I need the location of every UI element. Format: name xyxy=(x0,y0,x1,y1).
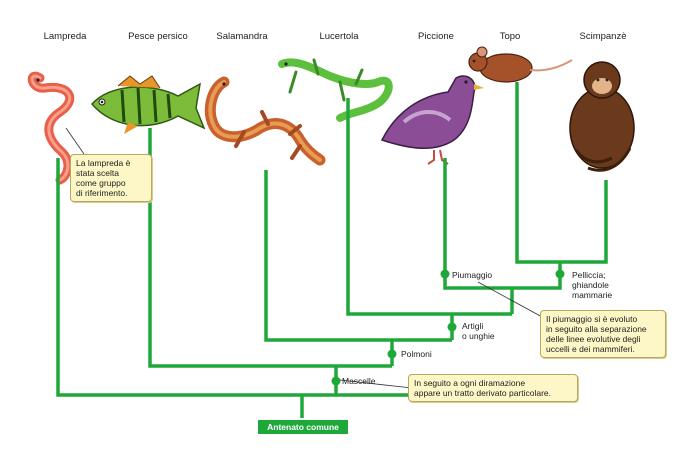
taxon-label-topo: Topo xyxy=(499,31,521,42)
branch-lampreda xyxy=(56,158,302,397)
taxon-label-lucertola: Lucertola xyxy=(319,31,359,42)
lamprey-illustration xyxy=(27,71,75,185)
branch-mammiferi xyxy=(512,262,562,290)
node-artigli xyxy=(447,322,457,332)
node-mascelle xyxy=(331,376,341,386)
lizard-illustration xyxy=(278,58,393,122)
trait-label-piumaggio: Piumaggio xyxy=(452,270,493,280)
cladogram-tree xyxy=(56,82,608,418)
taxon-label-pesce-persico: Pesce persico xyxy=(128,31,188,42)
plumage-note-pointer xyxy=(477,281,545,319)
trait-label-mascelle: Mascelle xyxy=(342,376,376,386)
note-diramazione: In seguito a ogni diramazione appare un … xyxy=(408,374,578,402)
branch-topo xyxy=(515,82,560,264)
lamprey-note-pointer xyxy=(65,127,85,155)
branch-lucertola xyxy=(346,98,512,316)
branch-salamandra xyxy=(264,170,452,342)
taxon-label-salamandra: Salamandra xyxy=(216,31,268,42)
note-piumaggio: Il piumaggio si è evoluto in seguito all… xyxy=(540,310,666,358)
mouse-illustration xyxy=(468,46,573,83)
trait-label-polmoni: Polmoni xyxy=(401,349,432,359)
chimpanzee-illustration xyxy=(569,61,635,172)
branch-scimpanze xyxy=(560,180,608,264)
trait-label-artigli: Artigli o unghie xyxy=(462,321,495,341)
branch-pesce xyxy=(148,128,392,368)
branch-note-pointer xyxy=(339,379,413,389)
note-lampreda: La lampreda è stata scelta come gruppo d… xyxy=(70,154,152,202)
perch-illustration xyxy=(91,75,206,134)
node-pelliccia xyxy=(555,269,565,279)
trait-nodes xyxy=(331,269,565,386)
trait-label-pelliccia: Pelliccia; ghiandole mammarie xyxy=(572,270,613,300)
taxon-label-piccione: Piccione xyxy=(418,31,454,42)
node-piumaggio xyxy=(440,269,450,279)
salamander-illustration xyxy=(204,76,326,166)
branch-piccione xyxy=(443,158,512,290)
pigeon-illustration xyxy=(380,75,484,165)
taxon-label-scimpanze: Scimpanzè xyxy=(579,31,627,42)
taxon-label-lampreda: Lampreda xyxy=(43,31,87,42)
root-label-antenato-comune: Antenato comune xyxy=(258,420,348,434)
node-polmoni xyxy=(387,349,397,359)
